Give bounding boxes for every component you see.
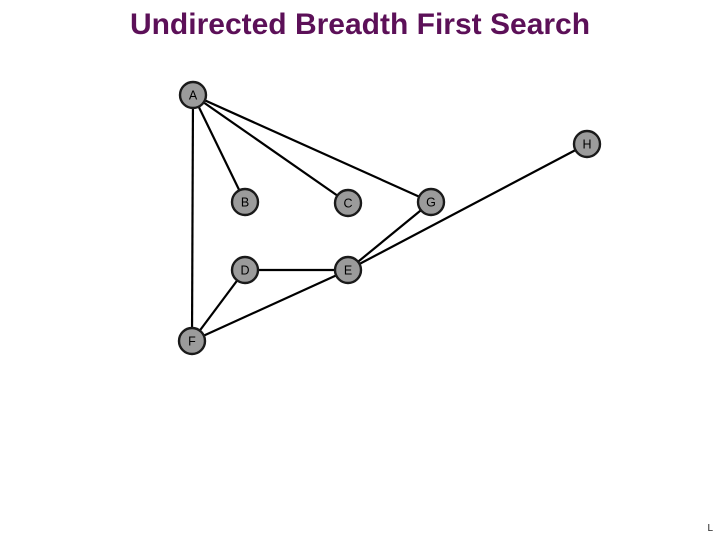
edge-A-G <box>192 93 432 204</box>
node-label-G: G <box>426 196 436 210</box>
node-circle-H <box>572 129 602 159</box>
node-circle-E <box>333 255 363 285</box>
node-label-H: H <box>582 138 591 152</box>
node-A: A <box>178 80 208 110</box>
node-label-C: C <box>343 197 352 211</box>
node-label-E: E <box>344 264 352 278</box>
footer-mark: L <box>707 523 713 534</box>
node-label-F: F <box>188 335 196 349</box>
node-E: E <box>333 255 363 285</box>
edge-E-F <box>191 268 349 343</box>
node-label-D: D <box>240 264 249 278</box>
slide-title: Undirected Breadth First Search <box>129 8 591 41</box>
edge-E-H <box>347 143 588 271</box>
node-circle-F <box>177 326 207 356</box>
edge-A-B <box>192 94 246 203</box>
node-circle-A <box>178 80 208 110</box>
node-label-A: A <box>189 89 198 103</box>
edge-D-F <box>191 269 246 342</box>
edge-A-C <box>192 94 349 204</box>
node-H: H <box>572 129 602 159</box>
node-circle-G <box>416 187 446 217</box>
node-D: D <box>230 255 260 285</box>
node-circle-C <box>333 188 363 218</box>
node-C: C <box>333 188 363 218</box>
edge-E-G <box>347 201 432 271</box>
node-G: G <box>416 187 446 217</box>
node-circle-B <box>230 187 260 217</box>
node-label-B: B <box>241 196 249 210</box>
edge-A-F <box>190 94 195 342</box>
node-F: F <box>177 326 207 356</box>
node-circle-D <box>230 255 260 285</box>
node-B: B <box>230 187 260 217</box>
